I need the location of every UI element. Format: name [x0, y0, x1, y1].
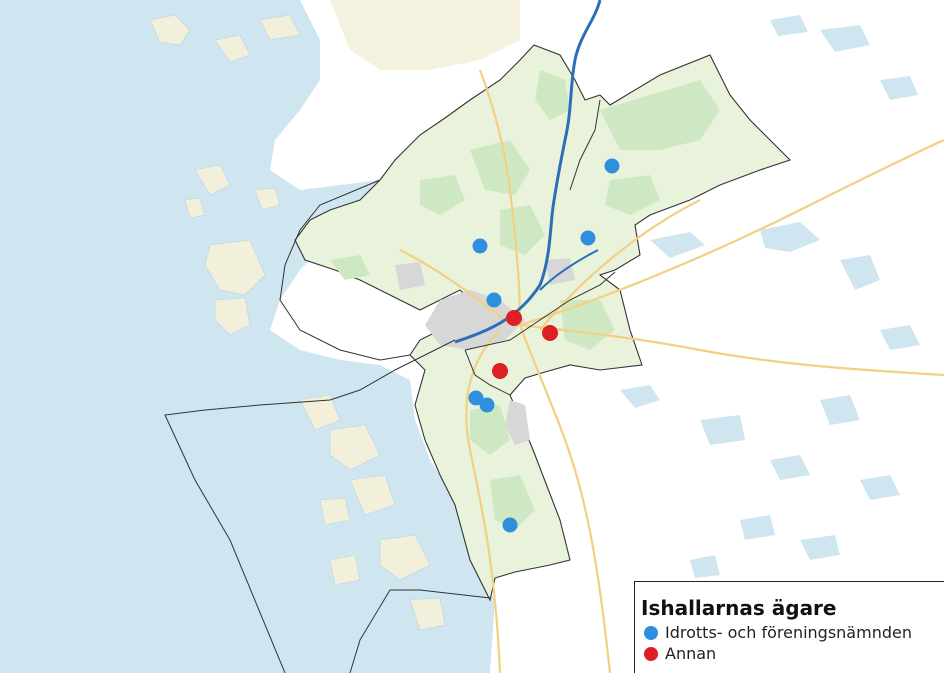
- archipelago-islands: [149, 14, 446, 631]
- sea-boundary-north: [279, 179, 411, 361]
- ice-rink-marker[interactable]: [506, 310, 522, 326]
- ice-rink-marker[interactable]: [604, 158, 620, 174]
- ice-rink-marker[interactable]: [580, 230, 596, 246]
- blue-dot-icon: [644, 625, 658, 640]
- red-dot-icon: [644, 646, 658, 661]
- district-boundary: [464, 349, 511, 396]
- ice-rink-marker[interactable]: [542, 325, 558, 341]
- ice-rink-markers: [468, 158, 620, 533]
- river: [454, 0, 602, 344]
- ice-rink-marker[interactable]: [472, 238, 488, 254]
- legend-item-idrott: Idrotts- och föreningsnämnden: [641, 622, 944, 643]
- district-boundary: [464, 271, 616, 351]
- ice-rink-marker[interactable]: [502, 517, 518, 533]
- legend: Ishallarnas ägare Idrotts- och förenings…: [634, 581, 944, 673]
- ice-rink-marker[interactable]: [492, 363, 508, 379]
- road-network: [399, 69, 944, 673]
- river-branch: [539, 249, 599, 291]
- legend-item-label: Idrotts- och föreningsnämnden: [665, 623, 912, 642]
- forest-areas: [330, 70, 720, 530]
- sea-boundary-south: [349, 589, 491, 673]
- legend-title: Ishallarnas ägare: [641, 596, 837, 620]
- ice-rink-marker[interactable]: [486, 292, 502, 308]
- district-boundary: [569, 99, 601, 191]
- sea-boundary: [164, 339, 456, 673]
- legend-item-annan: Annan: [641, 643, 944, 664]
- lakes: [620, 15, 920, 578]
- coastal-land: [330, 0, 520, 70]
- legend-item-label: Annan: [665, 644, 717, 663]
- urban-areas: [395, 258, 575, 445]
- ice-rink-marker[interactable]: [479, 397, 495, 413]
- ice-rink-marker[interactable]: [468, 390, 484, 406]
